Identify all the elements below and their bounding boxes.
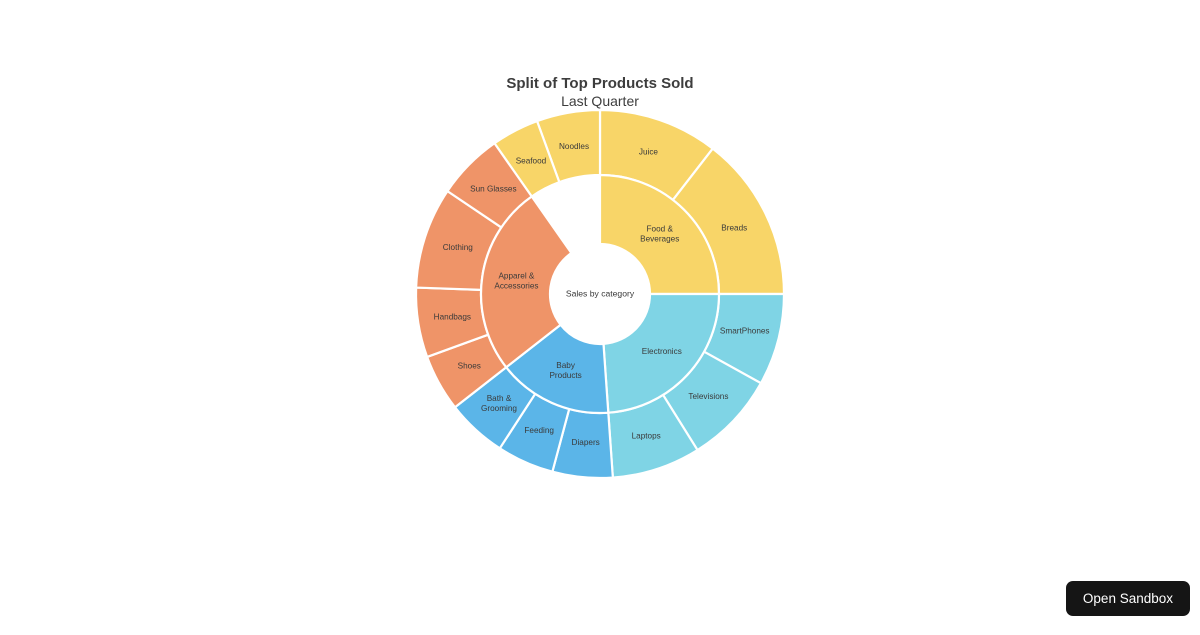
sunburst-center-label: Sales by category (566, 288, 635, 298)
chart-subtitle: Last Quarter (561, 93, 639, 109)
open-sandbox-button[interactable]: Open Sandbox (1065, 580, 1190, 616)
sunburst-center-hole (550, 244, 650, 344)
sunburst-inner-ring (479, 173, 721, 415)
sunburst-segment-seafood[interactable] (493, 120, 561, 198)
chart-title: Split of Top Products Sold (506, 75, 693, 92)
sunburst-outer-ring (414, 108, 786, 480)
